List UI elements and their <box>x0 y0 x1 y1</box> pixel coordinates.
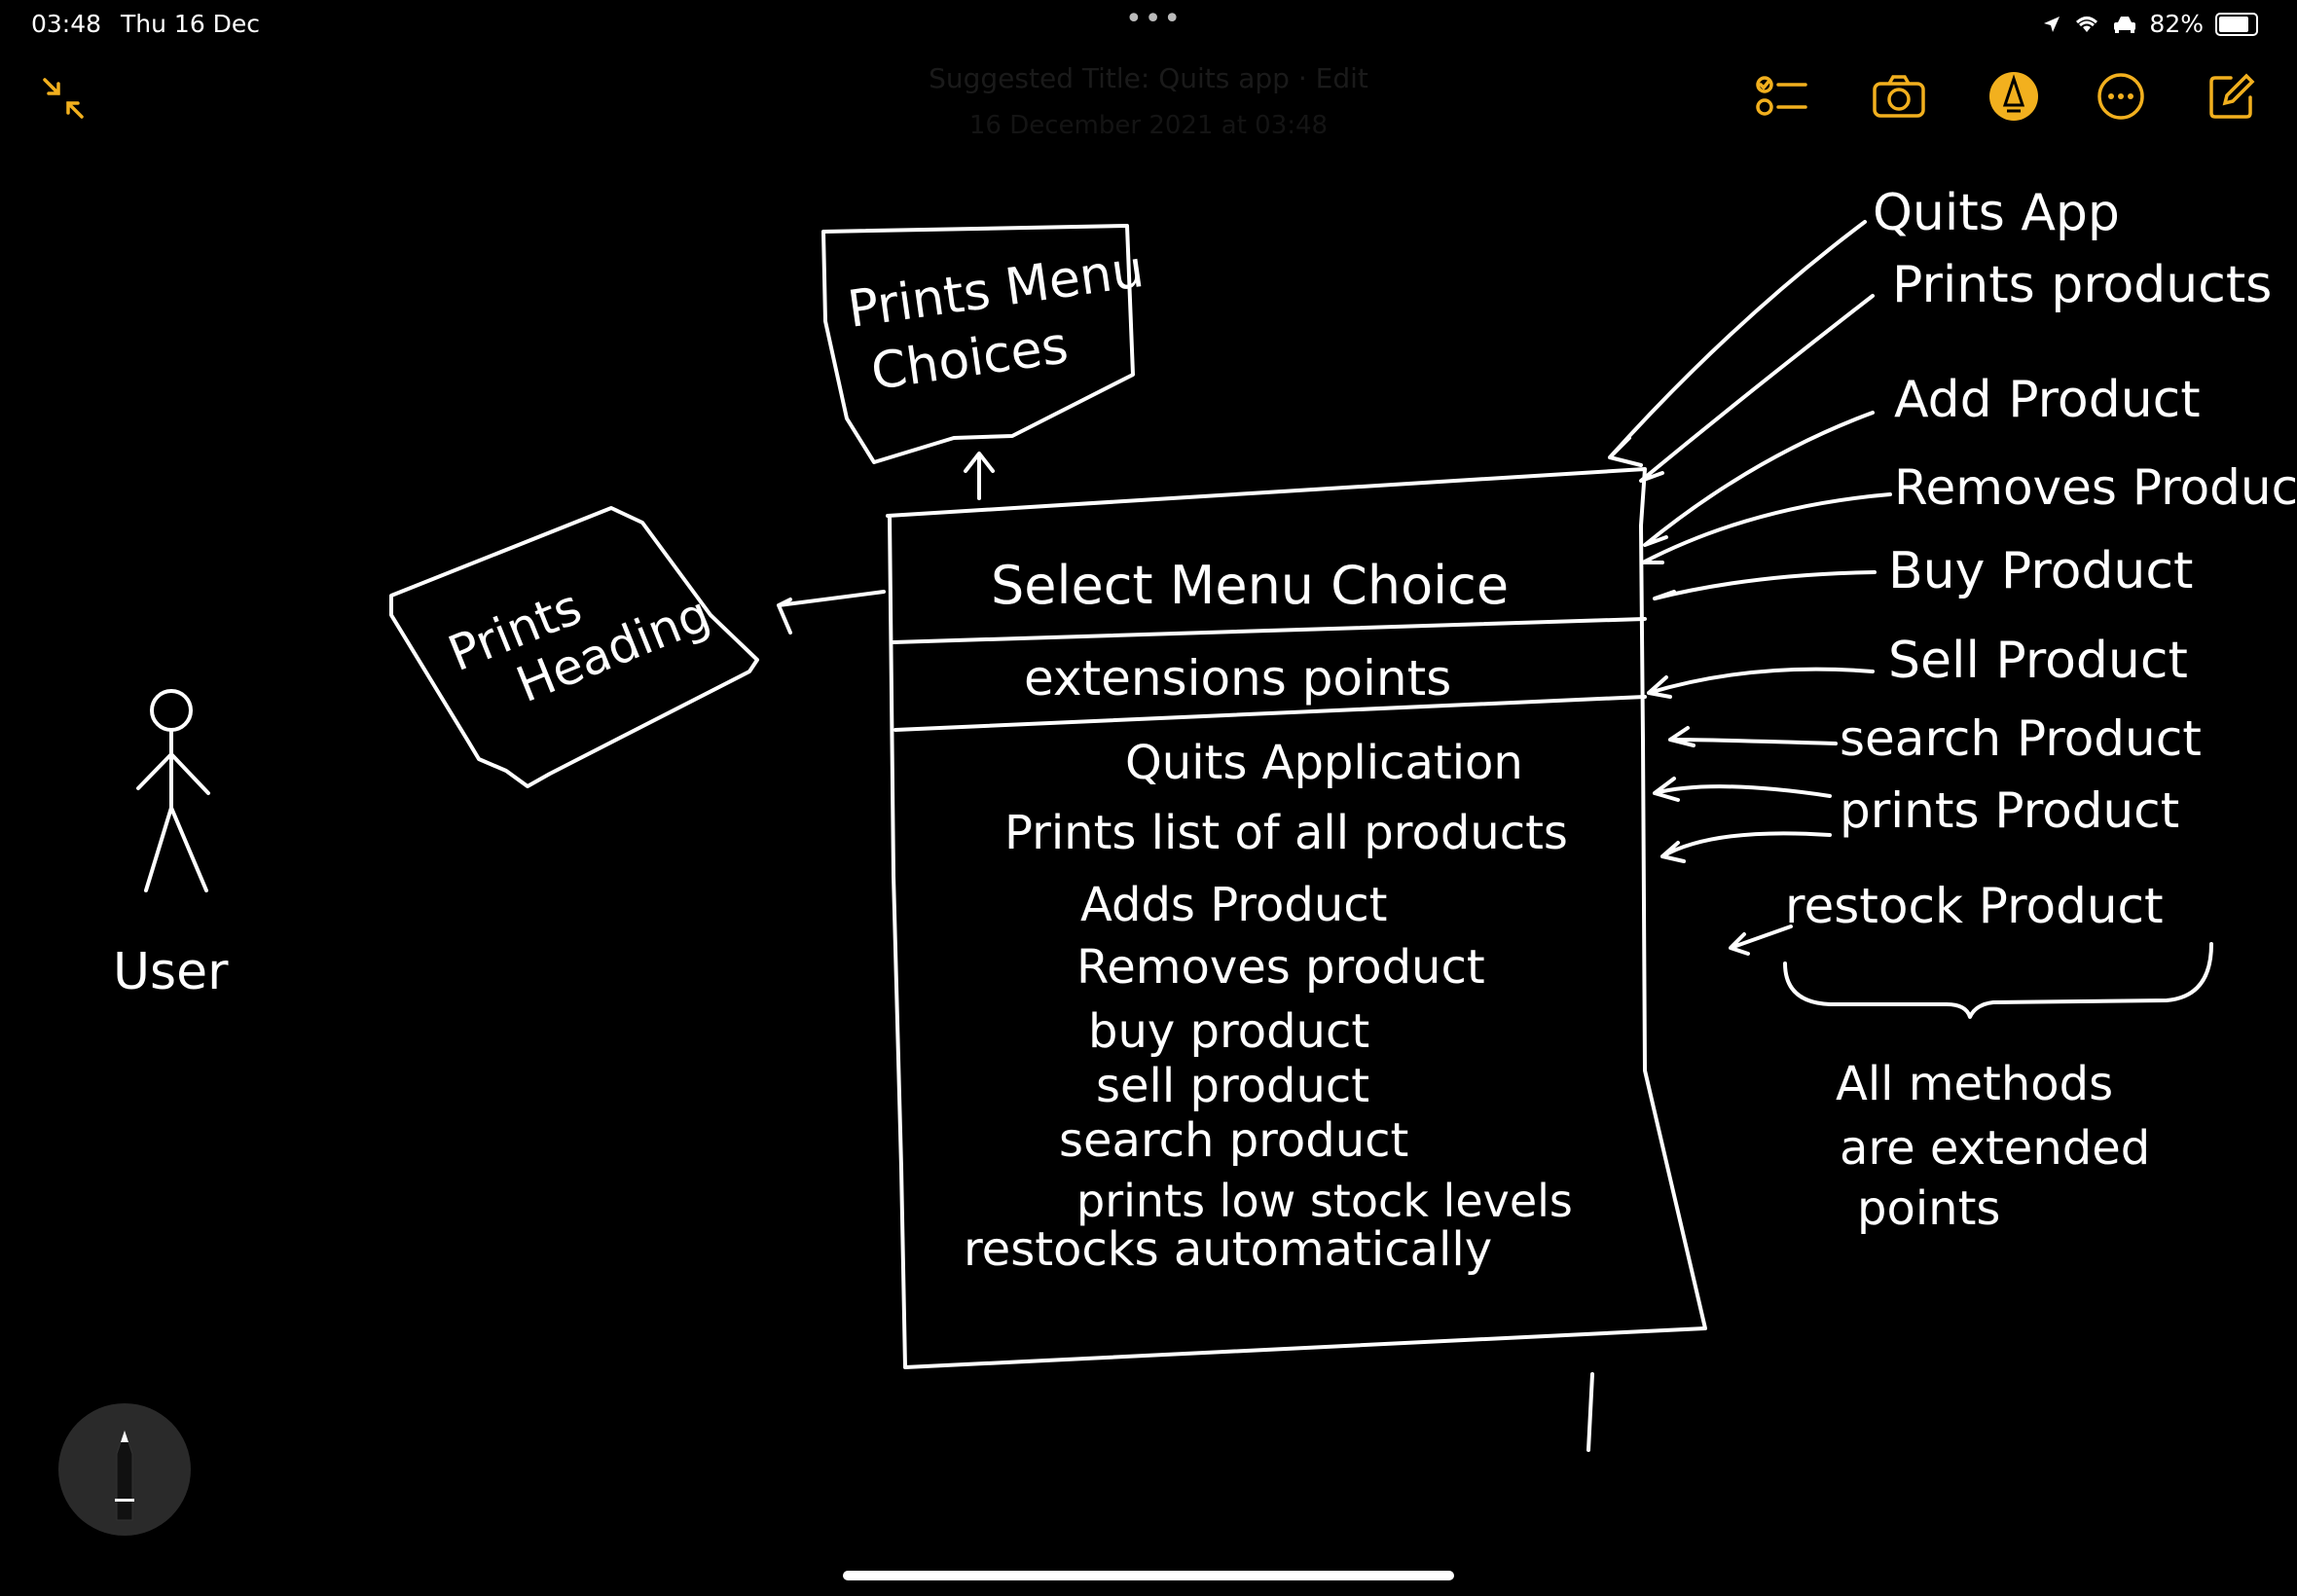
status-time: 03:48 <box>31 10 102 38</box>
more-icon[interactable] <box>2091 66 2151 127</box>
right-label-5: Buy Product <box>1888 542 2193 600</box>
right-connectors <box>1608 220 1892 956</box>
status-right: 82% <box>2042 10 2258 38</box>
right-label-2: Prints products <box>1892 256 2272 314</box>
box-divider-1 <box>892 617 1647 644</box>
heading-note-shape <box>389 506 759 788</box>
box-item-6: sell product <box>1096 1059 1369 1113</box>
box-item-7: search product <box>1059 1113 1408 1168</box>
brace-note-line-2: are extended <box>1840 1121 2150 1176</box>
right-label-8: prints Product <box>1840 782 2179 839</box>
battery-fill <box>2219 16 2248 32</box>
right-label-4: Removes Product <box>1894 459 2297 516</box>
home-indicator[interactable] <box>843 1571 1454 1580</box>
location-icon <box>2044 16 2060 32</box>
pencil-icon <box>115 1429 134 1521</box>
right-label-9: restock Product <box>1785 878 2164 934</box>
user-label: User <box>113 943 229 1001</box>
wifi-icon <box>2076 16 2098 32</box>
compose-icon[interactable] <box>2202 66 2262 127</box>
user-actor-figure <box>136 689 210 892</box>
stray-stroke <box>1586 1372 1594 1452</box>
annotations: User Prints Heading Prints Menu Choices … <box>113 184 2297 1277</box>
right-label-3: Add Product <box>1894 371 2201 429</box>
camera-icon[interactable] <box>1869 66 1929 127</box>
brace-note-line-1: All methods <box>1836 1057 2113 1111</box>
box-item-2: Prints list of all products <box>1004 806 1568 860</box>
battery-icon <box>2215 12 2258 36</box>
note-date: 16 December 2021 at 03:48 <box>968 111 1329 140</box>
brace-note-line-3: points <box>1857 1181 2000 1236</box>
markup-pen-icon[interactable] <box>1984 66 2044 127</box>
main-box-outline <box>886 467 1707 1369</box>
menu-note-line-1: Prints Menu <box>844 240 1147 340</box>
box-item-9: restocks automatically <box>964 1222 1492 1277</box>
curly-brace <box>1783 942 2213 1019</box>
car-icon <box>2114 16 2136 33</box>
heading-arrow <box>777 590 886 635</box>
right-label-1: Quits App <box>1873 184 2120 242</box>
checklist-icon[interactable] <box>1752 66 1812 127</box>
box-item-5: buy product <box>1088 1004 1369 1059</box>
box-divider-2 <box>893 695 1647 732</box>
note-title[interactable]: Suggested Title: Quits app · Edit <box>929 62 1368 94</box>
status-date: Thu 16 Dec <box>121 10 261 38</box>
box-section: extensions points <box>1024 650 1451 707</box>
box-title: Select Menu Choice <box>991 555 1509 616</box>
menu-note-shape <box>821 224 1135 464</box>
pencil-tool-button[interactable] <box>58 1403 191 1536</box>
right-label-7: search Product <box>1840 710 2202 767</box>
box-item-4: Removes product <box>1076 940 1485 995</box>
battery-percentage: 82% <box>2149 10 2204 38</box>
menu-arrow <box>964 452 995 500</box>
box-item-8: prints low stock levels <box>1076 1175 1573 1227</box>
multitasking-dots-icon[interactable]: ••• <box>1125 2 1184 36</box>
status-bar: 03:48 Thu 16 Dec ••• 82% <box>0 0 2297 47</box>
collapse-icon[interactable] <box>33 68 93 128</box>
box-item-3: Adds Product <box>1080 878 1387 932</box>
right-label-6: Sell Product <box>1888 632 2188 690</box>
box-item-1: Quits Application <box>1125 736 1523 790</box>
